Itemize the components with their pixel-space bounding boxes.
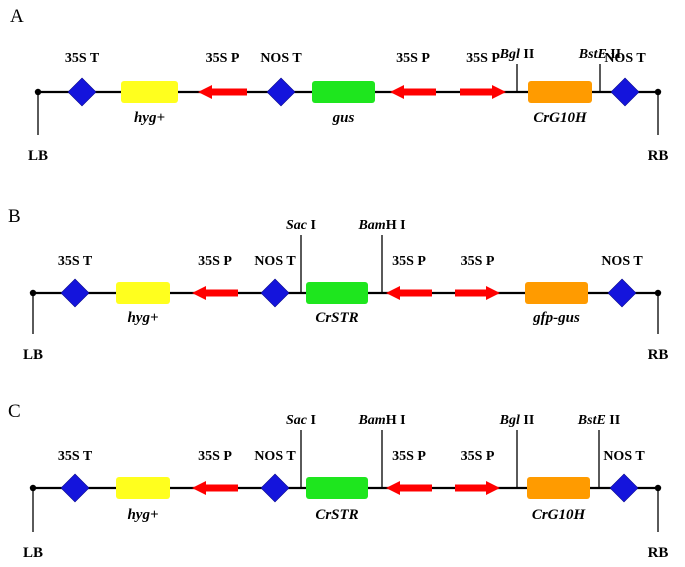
right-border-label: RB <box>648 148 669 164</box>
gene-box-reporter-gene <box>306 477 368 499</box>
terminator-diamond <box>260 473 290 503</box>
terminator-diamond <box>609 473 639 503</box>
construct-panel-a: A LB RB Bgl II BstE II 35S T NOS T NOS T hyg+ gus… <box>10 6 668 164</box>
terminator-diamond <box>60 473 90 503</box>
gene-label: CrSTR <box>315 310 358 326</box>
gene-label: CrG10H <box>533 110 588 126</box>
restriction-site-label: BstE II <box>578 47 621 62</box>
terminator-label: NOS T <box>254 449 296 464</box>
construct-panel-c: C LB RB Sac I BamH I Bgl II BstE II 35S T NOS T N… <box>8 401 668 561</box>
promoter-label: 35S P <box>198 254 232 269</box>
terminator-label: NOS T <box>603 449 645 464</box>
gene-label: CrSTR <box>315 507 358 523</box>
terminator-diamond <box>610 77 640 107</box>
restriction-site-label: Sac I <box>286 218 316 233</box>
promoter-arrow-left <box>192 286 238 300</box>
promoter-label: 35S P <box>466 51 500 66</box>
terminator-label: 35S T <box>58 449 93 464</box>
promoter-label: 35S P <box>206 51 240 66</box>
promoter-label: 35S P <box>392 254 426 269</box>
right-border-label: RB <box>648 347 669 363</box>
restriction-site-label: Bgl II <box>499 413 535 428</box>
gene-box-target-gene <box>525 282 588 304</box>
promoter-arrow-right <box>455 481 500 495</box>
gene-box-target-gene <box>528 81 592 103</box>
right-border-label: RB <box>648 545 669 561</box>
gene-label: hyg+ <box>127 310 158 326</box>
promoter-arrow-left <box>386 481 432 495</box>
panel-label: A <box>10 6 24 27</box>
terminator-diamond <box>67 77 97 107</box>
terminator-diamond <box>260 278 290 308</box>
promoter-label: 35S P <box>198 449 232 464</box>
gene-box-target-gene <box>527 477 590 499</box>
terminator-diamond <box>266 77 296 107</box>
panel-label: C <box>8 401 21 422</box>
left-border-label: LB <box>28 148 48 164</box>
gene-box-reporter-gene <box>306 282 368 304</box>
restriction-site-label: BstE II <box>577 413 620 428</box>
promoter-arrow-right <box>455 286 500 300</box>
gene-box-selection-marker <box>121 81 178 103</box>
promoter-label: 35S P <box>461 449 495 464</box>
terminator-diamond <box>60 278 90 308</box>
terminator-label: NOS T <box>604 51 646 66</box>
gene-label: gus <box>332 110 355 126</box>
restriction-site-label: BamH I <box>357 218 405 233</box>
gene-label: CrG10H <box>532 507 587 523</box>
terminator-label: 35S T <box>65 51 100 66</box>
gene-box-reporter-gene <box>312 81 375 103</box>
restriction-site-label: Bgl II <box>499 47 535 62</box>
construct-panel-b: B LB RB Sac I BamH I 35S T NOS T NOS T hyg+ CrSTR… <box>8 206 668 363</box>
promoter-label: 35S P <box>461 254 495 269</box>
terminator-label: NOS T <box>254 254 296 269</box>
promoter-arrow-left <box>390 85 436 99</box>
gene-label: gfp-gus <box>532 310 580 326</box>
left-border-label: LB <box>23 545 43 561</box>
left-border-label: LB <box>23 347 43 363</box>
restriction-site-label: Sac I <box>286 413 316 428</box>
gene-label: hyg+ <box>134 110 165 126</box>
promoter-arrow-left <box>192 481 238 495</box>
gene-box-selection-marker <box>116 282 170 304</box>
gene-label: hyg+ <box>127 507 158 523</box>
gene-box-selection-marker <box>116 477 170 499</box>
terminator-diamond <box>607 278 637 308</box>
promoter-arrow-left <box>386 286 432 300</box>
terminator-label: NOS T <box>601 254 643 269</box>
terminator-label: 35S T <box>58 254 93 269</box>
promoter-label: 35S P <box>392 449 426 464</box>
restriction-site-label: BamH I <box>357 413 405 428</box>
promoter-arrow-left <box>198 85 247 99</box>
panel-label: B <box>8 206 21 227</box>
promoter-arrow-right <box>460 85 506 99</box>
terminator-label: NOS T <box>260 51 302 66</box>
promoter-label: 35S P <box>396 51 430 66</box>
